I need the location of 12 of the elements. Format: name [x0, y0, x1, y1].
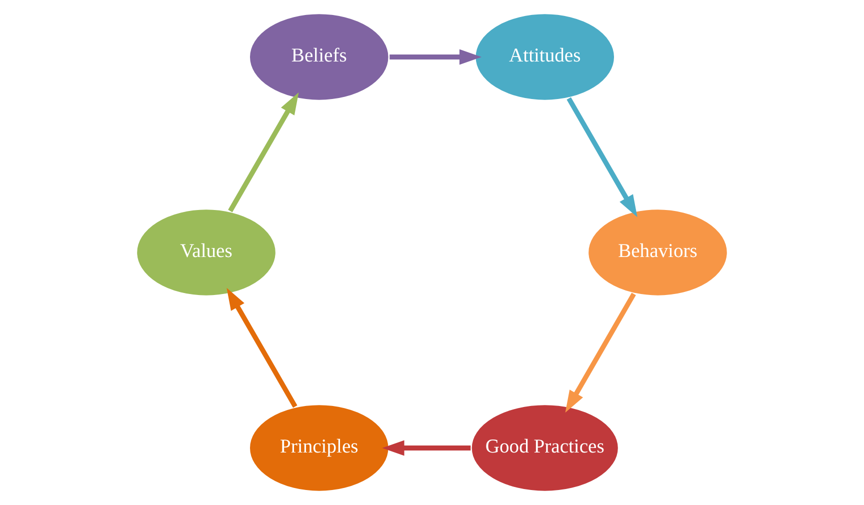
node-ellipse: Behaviors [586, 207, 730, 298]
arrow [390, 49, 482, 65]
node-ellipse: Values [134, 207, 278, 298]
arrow [565, 292, 636, 413]
arrow [566, 97, 638, 218]
node-ellipse: Attitudes [473, 12, 616, 102]
node-ellipse: Beliefs [248, 12, 391, 102]
arrow [226, 288, 298, 408]
arrow [228, 92, 299, 212]
arrow [382, 440, 471, 456]
node-ellipse: Principles [248, 402, 391, 494]
node-ellipse: Good Practices [469, 402, 620, 494]
